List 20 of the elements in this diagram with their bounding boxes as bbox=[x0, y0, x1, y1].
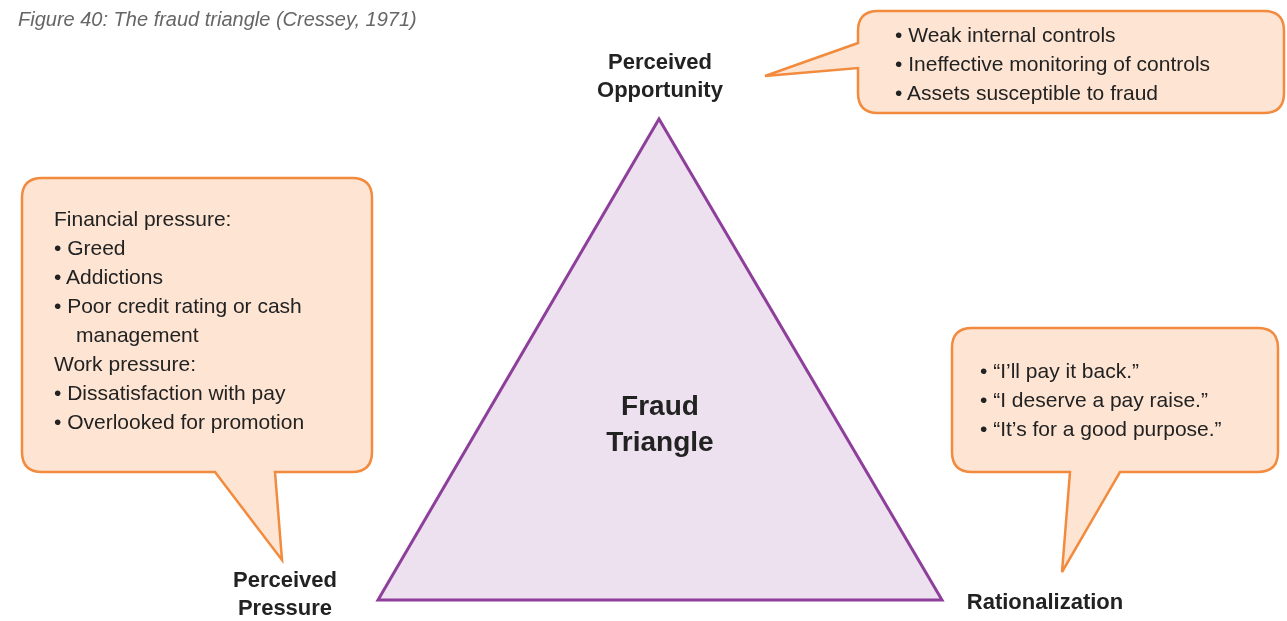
bubble-text: Work pressure: bbox=[54, 351, 197, 377]
bubble-text: • Overlooked for promotion bbox=[54, 409, 306, 435]
speech-bubble bbox=[20, 176, 376, 564]
vertex-label: Rationalization bbox=[965, 588, 1125, 616]
bubble-text: • Greed bbox=[54, 235, 127, 261]
triangle-title: Fraud Triangle bbox=[605, 389, 715, 459]
bubble-text: • Assets susceptible to fraud bbox=[895, 80, 1159, 106]
triangle-shape bbox=[375, 116, 945, 603]
vertex-label: Perceived Opportunity bbox=[596, 48, 724, 104]
bubble-text: • “I’ll pay it back.” bbox=[980, 358, 1141, 384]
bubble-text: • Ineffective monitoring of controls bbox=[895, 51, 1212, 77]
vertex-label: Perceived Pressure bbox=[232, 566, 338, 621]
bubble-text: • “I deserve a pay raise.” bbox=[980, 387, 1209, 413]
figure-caption: Figure 40: The fraud triangle (Cressey, 1971) bbox=[18, 8, 417, 31]
bubble-text: Financial pressure: bbox=[54, 206, 233, 232]
bubble-text: • “It’s for a good purpose.” bbox=[980, 416, 1223, 442]
bubble-text: • Dissatisfaction with pay bbox=[54, 380, 287, 406]
bubble-text: • Poor credit rating or cash management bbox=[54, 293, 303, 348]
bubble-text: • Weak internal controls bbox=[895, 22, 1117, 48]
bubble-text: • Addictions bbox=[54, 264, 164, 290]
